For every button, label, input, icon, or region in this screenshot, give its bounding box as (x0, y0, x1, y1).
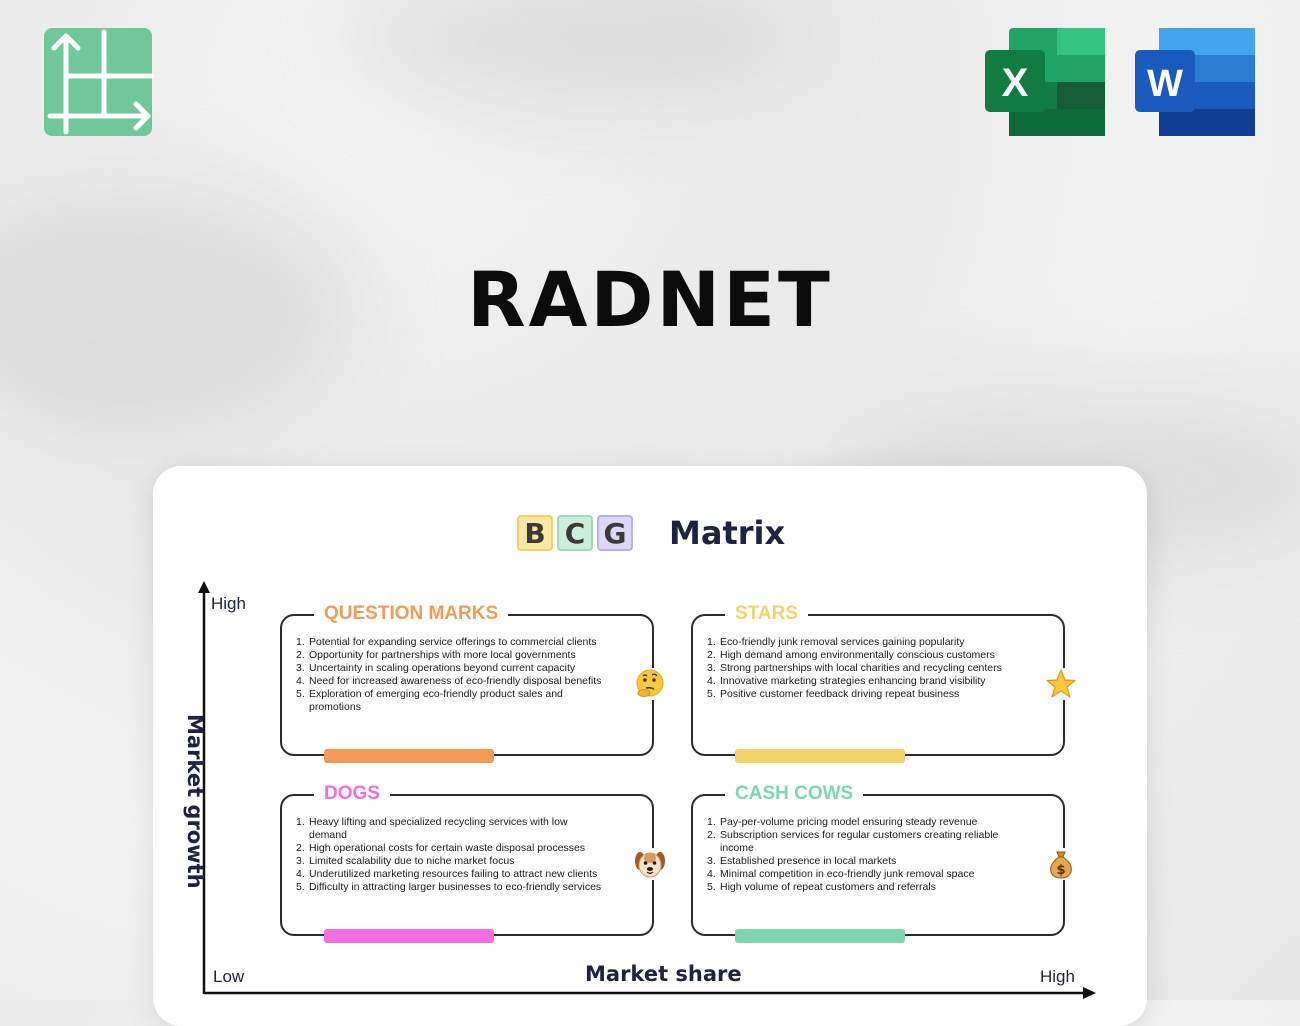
list-item: 1.Heavy lifting and specialized recyclin… (296, 816, 568, 841)
svg-text:W: W (1147, 63, 1183, 105)
quadrant-list: 1.Eco-friendly junk removal services gai… (707, 636, 1027, 701)
quadrant-list: 1.Heavy lifting and specialized recyclin… (296, 816, 616, 894)
list-item: 2.Opportunity for partnerships with more… (296, 649, 576, 661)
y-axis-label: Market growth (183, 714, 207, 889)
money-bag-icon: $ (1045, 848, 1077, 880)
quadrant-dogs: DOGS 1.Heavy lifting and specialized rec… (280, 782, 666, 943)
list-item: 5.Positive customer feedback driving rep… (707, 688, 960, 700)
quadrant-list: 1.Pay-per-volume pricing model ensuring … (707, 816, 1027, 894)
x-axis-label: Market share (585, 962, 742, 986)
word-icon: W (1135, 28, 1255, 138)
letter-b: B (517, 515, 553, 551)
list-item: 2.Subscription services for regular cust… (707, 829, 999, 854)
list-item: 2.High demand among environmentally cons… (707, 649, 995, 661)
quadrant-title: DOGS (314, 782, 390, 806)
letter-g: G (597, 515, 633, 551)
list-item: 1.Potential for expanding service offeri… (296, 636, 597, 648)
list-item: 3.Strong partnerships with local chariti… (707, 662, 1002, 674)
x-axis-arrow (1083, 987, 1096, 999)
list-item: 4.Need for increased awareness of eco-fr… (296, 675, 602, 687)
page-title: RADNET (467, 255, 833, 344)
matrix-axes (198, 581, 1096, 999)
matrix-label: Matrix (669, 514, 786, 552)
list-item: 4.Underutilized marketing resources fail… (296, 868, 598, 880)
matrix-heading: B C G Matrix (517, 514, 785, 552)
quadrant-title: STARS (725, 602, 808, 626)
svg-text:$: $ (1056, 863, 1065, 878)
list-item: 3.Uncertainty in scaling operations beyo… (296, 662, 576, 674)
letter-c: C (557, 515, 593, 551)
quadrant-cash-cows: CASH COWS 1.Pay-per-volume pricing model… (691, 782, 1077, 943)
table-layout-icon (44, 28, 155, 138)
excel-icon: X (985, 28, 1105, 138)
quadrant-question-marks: QUESTION MARKS 1.Potential for expanding… (280, 602, 666, 763)
list-item: 4.Minimal competition in eco-friendly ju… (707, 868, 975, 880)
list-item: 1.Eco-friendly junk removal services gai… (707, 636, 965, 648)
quadrant-accent-bar (735, 929, 905, 943)
list-item: 5.High volume of repeat customers and re… (707, 881, 936, 893)
x-axis-high-label: High (1040, 967, 1075, 986)
quadrant-list: 1.Potential for expanding service offeri… (296, 636, 616, 714)
list-item: 4.Innovative marketing strategies enhanc… (707, 675, 986, 687)
background-shade (0, 180, 360, 440)
dog-face-icon (634, 848, 666, 880)
quadrant-title: CASH COWS (725, 782, 864, 806)
quadrant-title: QUESTION MARKS (314, 602, 509, 626)
quadrant-accent-bar (735, 749, 905, 763)
x-axis-low-label: Low (213, 967, 245, 986)
svg-text:X: X (1002, 61, 1029, 105)
star-icon (1045, 668, 1077, 700)
quadrant-accent-bar (324, 749, 494, 763)
list-item: 5.Exploration of emerging eco-friendly p… (296, 688, 563, 713)
y-axis-arrow (198, 581, 210, 593)
list-item: 5.Difficulty in attracting larger busine… (296, 881, 602, 893)
list-item: 3.Established presence in local markets (707, 855, 897, 867)
list-item: 2.High operational costs for certain was… (296, 842, 586, 854)
list-item: 1.Pay-per-volume pricing model ensuring … (707, 816, 978, 828)
y-axis-high-label: High (211, 594, 246, 613)
quadrant-stars: STARS 1.Eco-friendly junk removal servic… (691, 602, 1077, 763)
list-item: 3.Limited scalability due to niche marke… (296, 855, 515, 867)
background-shade (350, 0, 810, 120)
thinking-face-icon (634, 668, 666, 700)
bcg-matrix-card: B C G Matrix High Market growth Low Mark… (153, 466, 1147, 1026)
quadrant-accent-bar (324, 929, 494, 943)
